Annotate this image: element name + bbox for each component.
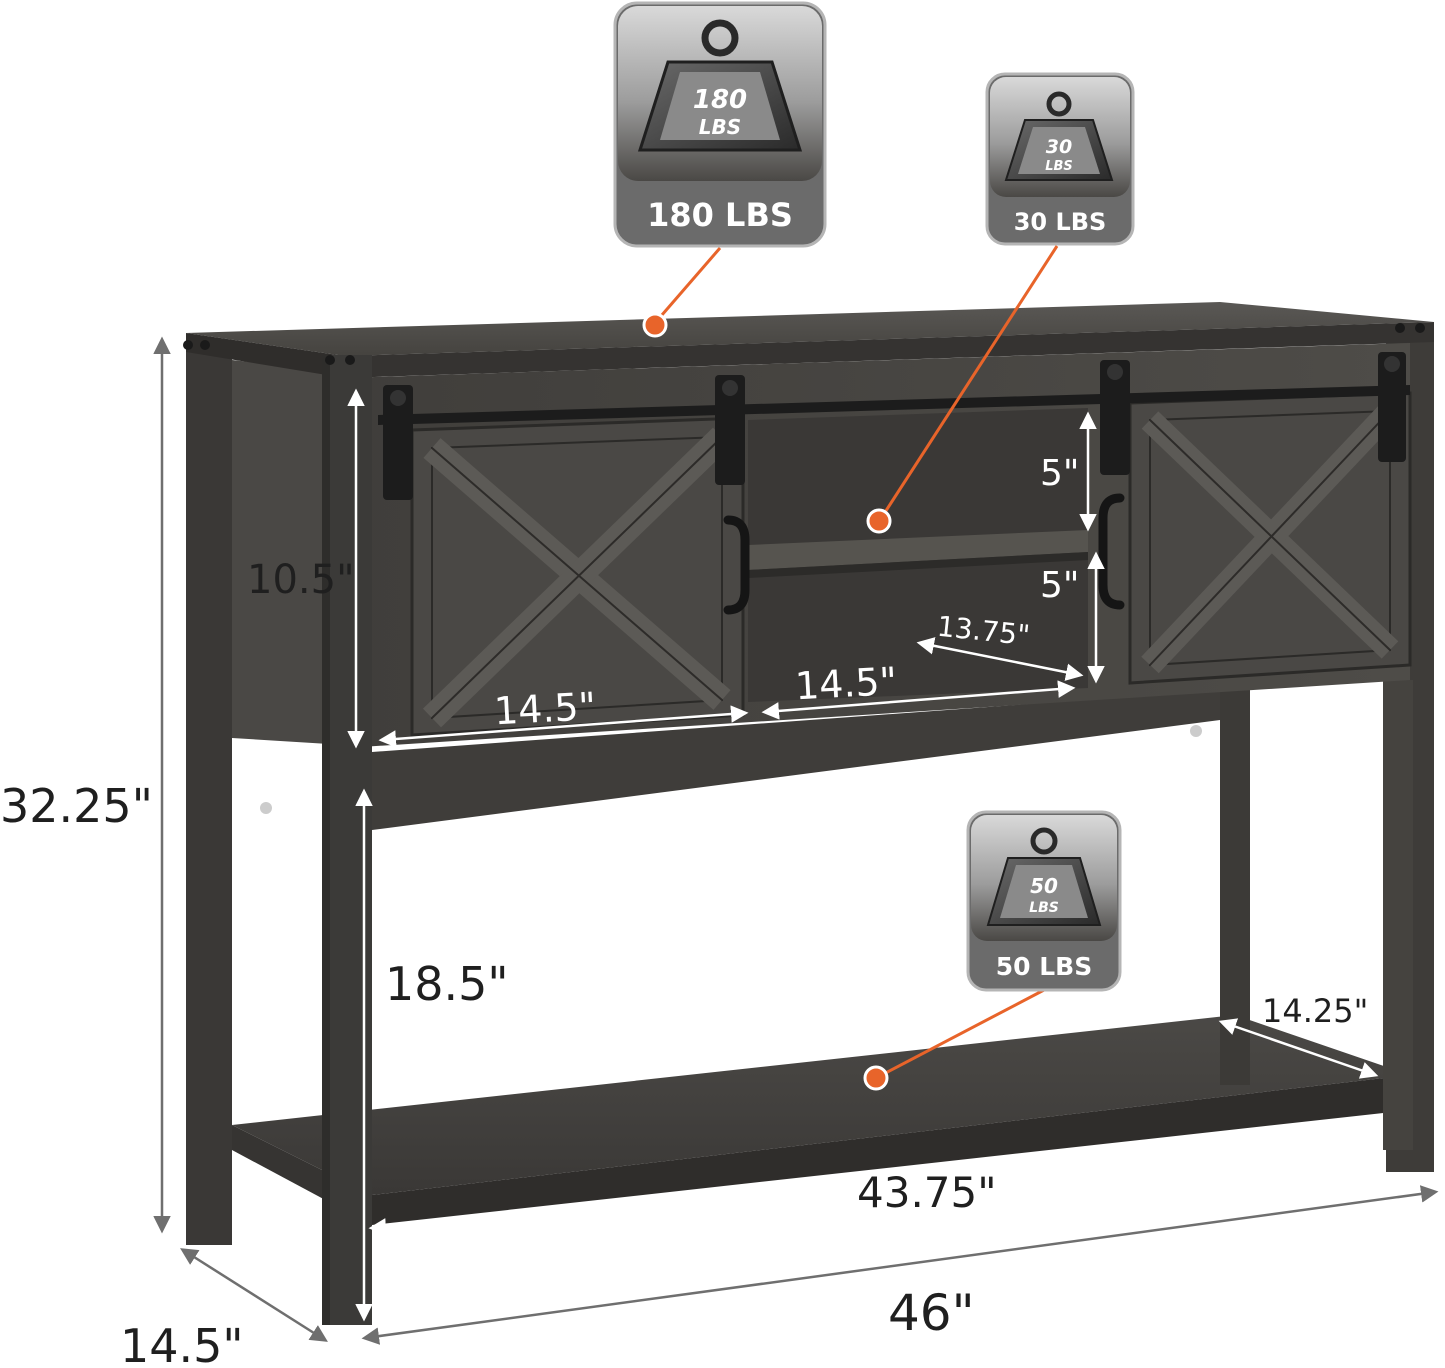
badge-middle-icon-text: 30 (1046, 136, 1072, 158)
cabinet-height-label: 10.5" (247, 557, 354, 603)
badge-bottom-weight: 50 LBS 50 LBS (966, 810, 1122, 992)
badge-bottom-label: 50 LBS (996, 952, 1092, 981)
door-hangers (383, 352, 1406, 500)
total-depth-label: 14.5" (120, 1319, 244, 1368)
weight-icon (1004, 91, 1114, 181)
dimension-labels: 32.25" 10.5" 18.5" 5" 5" 14.5" 14.5" 13.… (0, 453, 1368, 1368)
shelf-depth-label: 14.25" (1262, 992, 1368, 1030)
badge-top-icon-text: 180 (693, 85, 747, 115)
right-leg-outer (1383, 680, 1413, 1150)
tabletop-surface (186, 302, 1434, 356)
door-width-label: 14.5" (493, 684, 597, 733)
weight-icon (986, 827, 1102, 926)
badge-bottom-icon-text: 50 (1030, 874, 1058, 898)
console-table (183, 302, 1434, 1325)
sliding-rail (378, 385, 1410, 425)
left-barn-door[interactable] (410, 416, 745, 737)
open-width-label: 14.5" (794, 659, 898, 708)
dimension-lines (153, 336, 1439, 1345)
total-height-label: 32.25" (0, 779, 153, 833)
badge-top-label: 180 LBS (647, 196, 793, 234)
inner-width-label: 43.75" (857, 1168, 997, 1217)
weight-icon (637, 19, 803, 152)
lower-apron (372, 690, 1220, 830)
badge-top-icon-unit: LBS (699, 115, 741, 139)
middle-shelf (748, 530, 1088, 570)
badge-middle-icon-unit: LBS (1045, 159, 1073, 174)
total-width-label: 46" (888, 1284, 975, 1342)
open-compartment (748, 408, 1088, 702)
screw-dots (183, 323, 1425, 814)
right-barn-door[interactable] (1128, 391, 1412, 685)
shelf-upper-label: 5" (1040, 453, 1079, 494)
cabinet-side-panel (232, 360, 345, 745)
callout-connectors (653, 245, 1059, 1080)
badge-bottom-icon-unit: LBS (1029, 900, 1059, 916)
front-right-leg (1220, 685, 1250, 1085)
badge-top-weight: 180 LBS 180 LBS (613, 1, 827, 248)
back-left-leg (186, 345, 232, 1245)
badge-middle-weight: 30 LBS 30 LBS (985, 72, 1135, 246)
callout-dots (642, 312, 892, 1091)
shelf-lower-label: 5" (1040, 565, 1079, 606)
leg-clearance-label: 18.5" (385, 957, 509, 1011)
tabletop-left-edge (186, 333, 345, 378)
tabletop-front-edge (345, 322, 1434, 378)
badge-middle-label: 30 LBS (1014, 208, 1107, 236)
